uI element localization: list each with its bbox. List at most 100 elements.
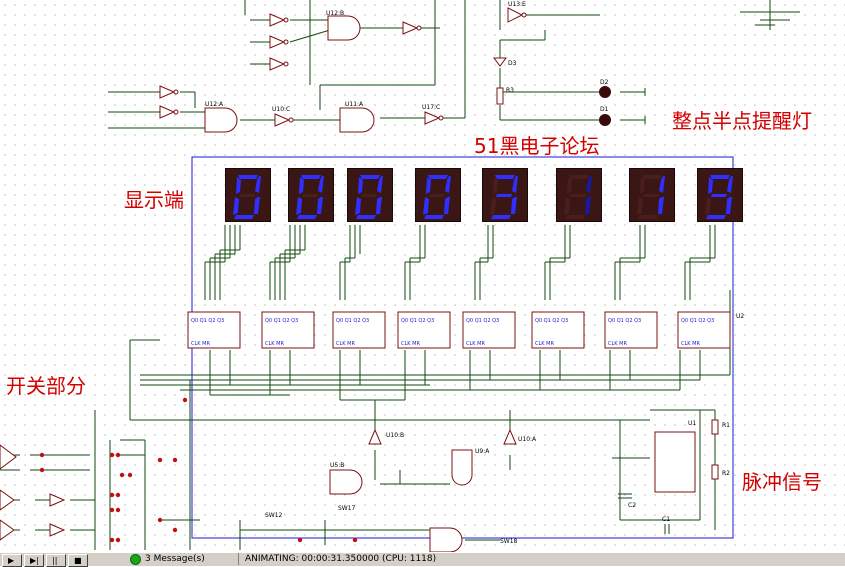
play-button[interactable]: ▶: [2, 554, 22, 567]
seven-segment-display-4: [415, 168, 461, 222]
segment-e: [564, 197, 570, 215]
label-u13e: U13:E: [508, 1, 526, 8]
animation-status: ANIMATING: 00:00:31.350000 (CPU: 1118): [238, 553, 436, 565]
step-button[interactable]: ▶|: [24, 554, 44, 567]
segment-b: [377, 176, 383, 193]
segment-d: [356, 215, 376, 219]
segment-g: [429, 194, 445, 197]
segment-c: [376, 197, 382, 214]
label-u9a: U9:A: [475, 448, 490, 455]
segment-c: [317, 197, 323, 214]
svg-text:Q0 Q1 Q2 Q3: Q0 Q1 Q2 Q3: [401, 318, 434, 324]
stop-icon: ■: [74, 556, 82, 565]
label-u10a: U10:A: [518, 436, 537, 443]
segment-a: [710, 175, 730, 179]
segment-d: [638, 215, 658, 219]
label-c1: C1: [662, 516, 671, 523]
segment-e: [355, 197, 361, 215]
digit-6: [637, 175, 665, 219]
status-ok-icon: [130, 553, 141, 565]
svg-text:Q0 Q1 Q2 Q3: Q0 Q1 Q2 Q3: [608, 318, 641, 324]
digit-2: [355, 175, 383, 219]
segment-d: [234, 215, 254, 219]
segment-g: [239, 194, 255, 197]
segment-e: [705, 197, 711, 215]
segment-a: [495, 175, 515, 179]
svg-text:CLK MR: CLK MR: [608, 341, 627, 347]
segment-d: [297, 215, 317, 219]
svg-text:CLK MR: CLK MR: [191, 341, 210, 347]
segment-g: [496, 194, 512, 197]
label-sw12: SW12: [265, 512, 283, 519]
label-u12a: U12:A: [205, 101, 224, 108]
svg-text:CLK MR: CLK MR: [265, 341, 284, 347]
seven-segment-display-6: [556, 168, 602, 222]
seven-segment-display-2: [288, 168, 334, 222]
svg-text:CLK MR: CLK MR: [336, 341, 355, 347]
seven-segment-display-1: [225, 168, 271, 222]
segment-g: [302, 194, 318, 197]
segment-a: [642, 175, 662, 179]
forum-title: 51黑电子论坛: [474, 134, 600, 158]
segment-g: [711, 194, 727, 197]
label-u17c: U17:C: [422, 104, 441, 111]
segment-b: [318, 176, 324, 193]
digit-7: [705, 175, 733, 219]
label-d1: D1: [600, 106, 609, 113]
segment-d: [424, 215, 444, 219]
seven-segment-display-8: [697, 168, 743, 222]
segment-c: [444, 197, 450, 214]
svg-text:Q0 Q1 Q2 Q3: Q0 Q1 Q2 Q3: [336, 318, 369, 324]
segment-b: [512, 176, 518, 193]
segment-f: [567, 177, 572, 194]
segment-a: [360, 175, 380, 179]
label-u12b: U12:B: [326, 10, 345, 17]
svg-text:Q0 Q1 Q2 Q3: Q0 Q1 Q2 Q3: [681, 318, 714, 324]
reminder-light-label: 整点半点提醒灯: [672, 109, 812, 133]
segment-b: [255, 176, 261, 193]
label-sw17: SW17: [338, 505, 356, 512]
label-sw18: SW18: [500, 538, 518, 545]
label-r1: R1: [722, 422, 730, 429]
schematic-canvas[interactable]: Q0 Q1 Q2 Q3 CLK MR Q0 Q1 Q2 Q3 CLK MR Q0 Q…: [0, 0, 845, 552]
label-r2: R2: [722, 470, 730, 477]
label-u5b: U5:B: [330, 462, 345, 469]
digit-0: [233, 175, 261, 219]
svg-text:CLK MR: CLK MR: [401, 341, 420, 347]
svg-text:CLK MR: CLK MR: [681, 341, 700, 347]
switch-part-label: 开关部分: [6, 374, 86, 398]
svg-text:Q0 Q1 Q2 Q3: Q0 Q1 Q2 Q3: [191, 318, 224, 324]
svg-text:Q0 Q1 Q2 Q3: Q0 Q1 Q2 Q3: [265, 318, 298, 324]
seven-segment-display-5: [482, 168, 528, 222]
label-d2: D2: [600, 79, 609, 86]
pulse-signal-label: 脉冲信号: [742, 470, 822, 494]
label-u1: U1: [688, 420, 697, 427]
stop-button[interactable]: ■: [68, 554, 88, 567]
play-icon: ▶: [8, 556, 15, 565]
label-u11a: U11:A: [345, 101, 364, 108]
seven-segment-display-3: [347, 168, 393, 222]
pause-icon: ||: [52, 556, 58, 565]
label-u10c: U10:C: [272, 106, 291, 113]
seven-segment-display-7: [629, 168, 675, 222]
display-label: 显示端: [124, 188, 184, 212]
segment-e: [490, 197, 496, 215]
segment-e: [296, 197, 302, 215]
digit-3: [423, 175, 451, 219]
svg-text:CLK MR: CLK MR: [466, 341, 485, 347]
segment-d: [565, 215, 585, 219]
digit-4: [490, 175, 518, 219]
digit-5: [564, 175, 592, 219]
svg-text:Q0 Q1 Q2 Q3: Q0 Q1 Q2 Q3: [535, 318, 568, 324]
segment-g: [643, 194, 659, 197]
label-u10b: U10:B: [386, 432, 405, 439]
segment-g: [361, 194, 377, 197]
label-c2: C2: [628, 502, 637, 509]
segment-f: [426, 177, 431, 194]
pause-button[interactable]: ||: [46, 554, 66, 567]
segment-e: [233, 197, 239, 215]
messages-indicator[interactable]: 3 Message(s): [130, 553, 205, 565]
segment-f: [640, 177, 645, 194]
segment-e: [637, 197, 643, 215]
segment-f: [299, 177, 304, 194]
